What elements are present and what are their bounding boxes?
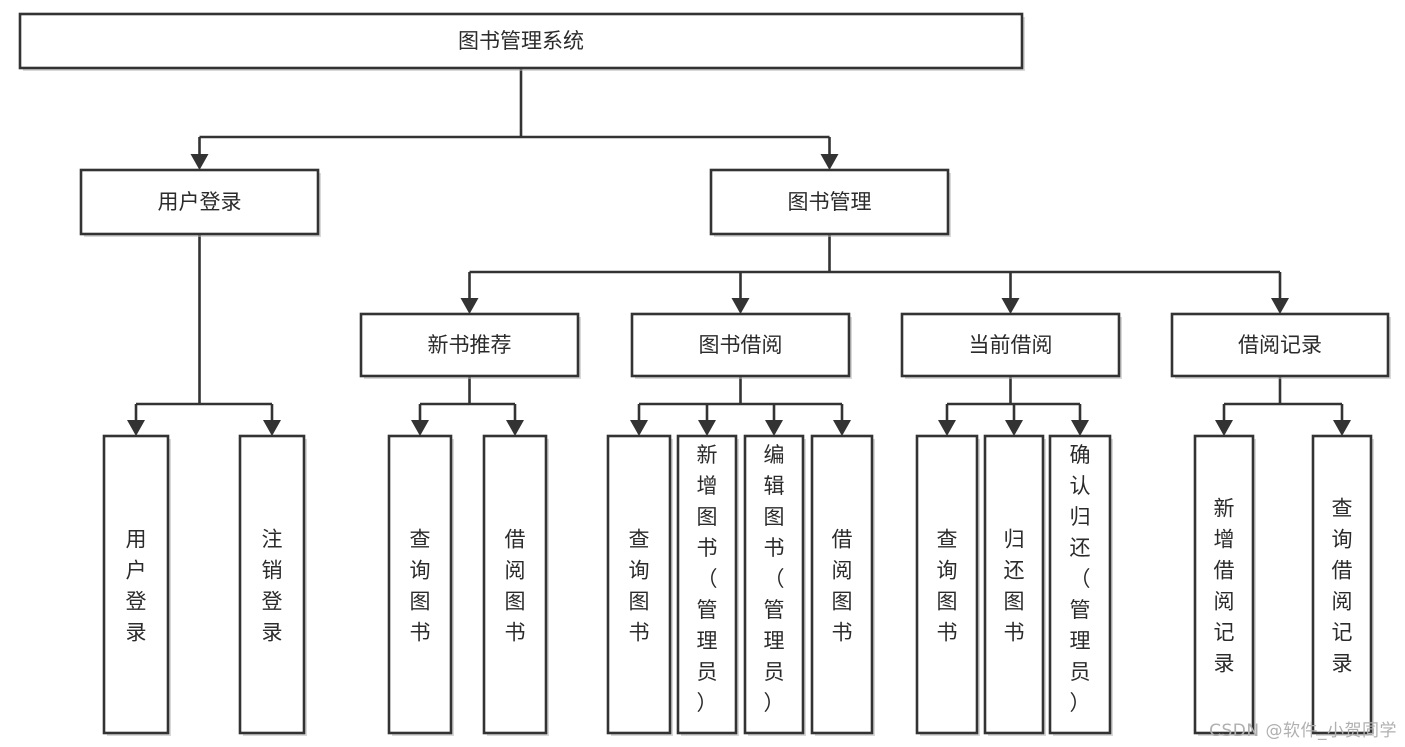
node-leaf-query-book-current[interactable]: 查询图书 [915,434,980,736]
node-leaf-borrow-book[interactable]: 借阅图书 [810,434,875,736]
node-rect [18,12,1024,70]
arrow-head-icon [820,154,839,170]
node-label: 归还图书 [1004,528,1025,645]
node-label: 查询借阅记录 [1332,497,1353,676]
node-leaf-logout-login[interactable]: 注销登录 [238,434,307,736]
node-rect [359,312,580,378]
node-label: 图书管理系统 [458,29,584,53]
node-rect [743,434,805,735]
node-rect [1048,434,1112,735]
arrow-head-icon [1005,420,1023,436]
node-rect [676,434,738,735]
arrow-head-icon [460,298,479,314]
node-label: 注销登录 [262,528,283,645]
node-label: 新增图书（管理员） [697,443,718,715]
node-leaf-query-book-borrow[interactable]: 查询图书 [606,434,673,736]
node-label: 查询图书 [629,528,650,645]
node-label: 图书管理 [788,190,872,214]
arrow-head-icon [1071,420,1089,436]
node-rect [915,434,979,735]
node-book-manage[interactable]: 图书管理 [709,168,951,237]
node-leaf-borrow-book-recommend[interactable]: 借阅图书 [482,434,549,736]
connector-layer [127,68,1351,436]
node-rect [102,434,170,735]
node-borrow-record[interactable]: 借阅记录 [1170,312,1391,379]
node-label: 借阅记录 [1238,333,1322,357]
node-leaf-confirm-return[interactable]: 确认归还（管理员） [1048,434,1113,736]
node-label: 查询图书 [937,528,958,645]
arrow-head-icon [1271,298,1289,314]
node-current-borrow[interactable]: 当前借阅 [900,312,1122,379]
node-rect [1193,434,1255,735]
node-label: 确认归还（管理员） [1070,443,1091,715]
node-label: 用户登录 [158,190,242,214]
arrow-head-icon [263,420,281,436]
node-rect [1311,434,1373,735]
arrow-head-icon [1333,420,1351,436]
arrow-head-icon [1215,420,1233,436]
node-rect [1170,312,1390,378]
arrow-head-icon [731,298,750,314]
arrow-head-icon [190,154,209,170]
arrow-head-icon [630,420,648,436]
node-leaf-add-book[interactable]: 新增图书（管理员） [676,434,739,736]
node-leaf-query-book-recommend[interactable]: 查询图书 [387,434,454,736]
node-rect [900,312,1121,378]
node-rect [983,434,1045,735]
arrow-head-icon [938,420,956,436]
node-rect [79,168,320,236]
node-new-book-recommend[interactable]: 新书推荐 [359,312,581,379]
node-layer: 图书管理系统用户登录图书管理新书推荐图书借阅当前借阅借阅记录用户登录注销登录查询… [18,12,1391,736]
node-label: 新增借阅记录 [1214,497,1235,676]
node-user-login[interactable]: 用户登录 [79,168,321,237]
arrow-head-icon [765,420,783,436]
node-rect [606,434,672,735]
arrow-head-icon [506,420,524,436]
node-label: 借阅图书 [832,528,853,645]
node-root[interactable]: 图书管理系统 [18,12,1025,71]
node-label: 用户登录 [126,528,147,645]
node-rect [238,434,306,735]
node-rect [709,168,950,236]
node-label: 借阅图书 [505,528,526,645]
node-leaf-edit-book[interactable]: 编辑图书（管理员） [743,434,806,736]
node-label: 编辑图书（管理员） [764,443,785,715]
node-leaf-query-borrow-record[interactable]: 查询借阅记录 [1311,434,1374,736]
node-label: 查询图书 [410,528,431,645]
node-leaf-add-borrow-record[interactable]: 新增借阅记录 [1193,434,1256,736]
node-book-borrow[interactable]: 图书借阅 [630,312,852,379]
node-label: 当前借阅 [969,333,1053,357]
arrow-head-icon [1001,298,1020,314]
node-rect [810,434,874,735]
node-label: 图书借阅 [699,333,783,357]
node-rect [387,434,453,735]
arrow-head-icon [411,420,429,436]
arrow-head-icon [833,420,851,436]
node-leaf-user-login[interactable]: 用户登录 [102,434,171,736]
node-label: 新书推荐 [428,333,512,357]
node-rect [630,312,851,378]
arrow-head-icon [698,420,716,436]
arrow-head-icon [127,420,145,436]
node-rect [482,434,548,735]
node-leaf-return-book[interactable]: 归还图书 [983,434,1046,736]
